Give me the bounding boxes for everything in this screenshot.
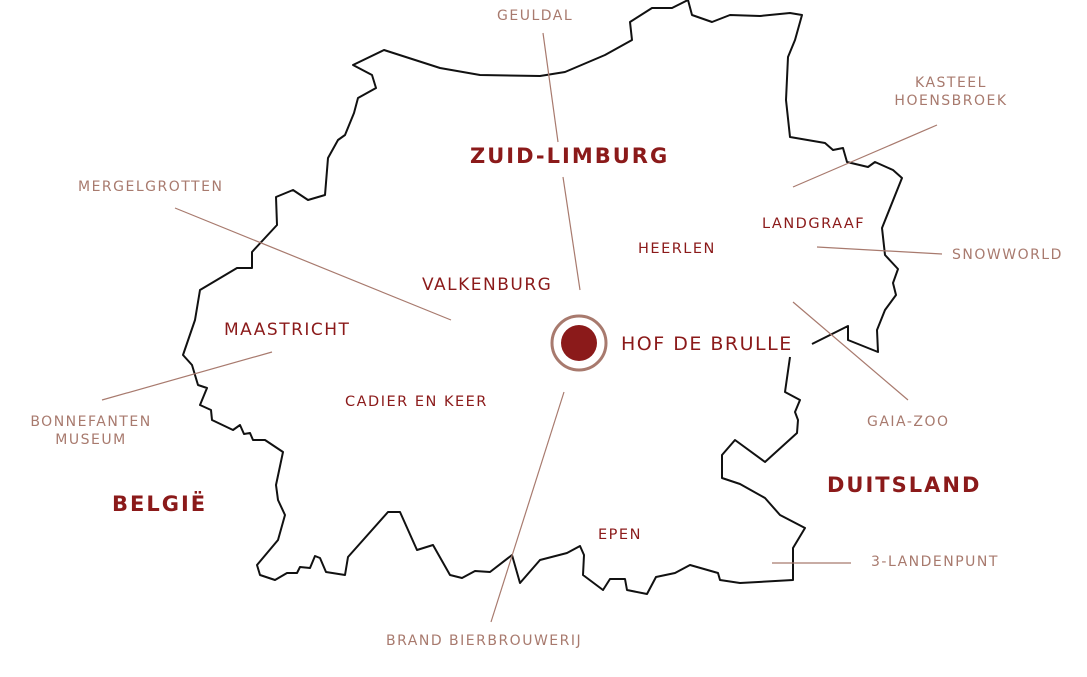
- poi-gaia-zoo: GAIA-ZOO: [867, 414, 950, 430]
- poi-bonnefanten-museum: BONNEFANTEN MUSEUM: [24, 413, 158, 449]
- marker-label[interactable]: HOF DE BRULLE: [621, 333, 793, 355]
- poi-kasteel-line1: KASTEEL: [915, 75, 987, 91]
- location-dot-icon[interactable]: [550, 314, 608, 372]
- leader-kasteel: [792, 124, 938, 188]
- poi-brand-bierbrouwerij: BRAND BIERBROUWERIJ: [386, 633, 583, 649]
- leader-mergelgrotten: [174, 207, 452, 321]
- poi-mergelgrotten: MERGELGROTTEN: [78, 179, 224, 195]
- leader-bonnefanten: [101, 351, 273, 401]
- leader-geuldal: [542, 32, 559, 143]
- poi-kasteel-line2: HOENSBROEK: [894, 93, 1008, 109]
- town-landgraaf: LANDGRAAF: [762, 216, 866, 232]
- leader-geuldal-lower: [562, 176, 581, 291]
- poi-snowworld: SNOWWORLD: [952, 247, 1063, 263]
- town-maastricht: MAASTRICHT: [224, 320, 351, 340]
- poi-3-landenpunt: 3-LANDENPUNT: [871, 554, 999, 570]
- town-valkenburg: VALKENBURG: [422, 275, 553, 295]
- poi-bonnefanten-line1: BONNEFANTEN: [30, 414, 152, 430]
- region-zuid-limburg: ZUID-LIMBURG: [470, 144, 670, 168]
- poi-kasteel-hoensbroek: KASTEEL HOENSBROEK: [890, 74, 1012, 110]
- leader-lines: [101, 32, 943, 623]
- town-cadier-en-keer: CADIER EN KEER: [345, 394, 488, 410]
- poi-bonnefanten-line2: MUSEUM: [55, 432, 127, 448]
- region-belgie: BELGIË: [112, 492, 208, 516]
- town-epen: EPEN: [598, 527, 642, 543]
- leader-snowworld: [816, 246, 943, 255]
- leader-brand: [490, 391, 565, 623]
- region-outline: [182, 0, 903, 595]
- poi-geuldal: GEULDAL: [497, 8, 574, 24]
- town-heerlen: HEERLEN: [638, 241, 716, 257]
- leader-gaia: [792, 301, 909, 401]
- region-duitsland: DUITSLAND: [827, 473, 982, 497]
